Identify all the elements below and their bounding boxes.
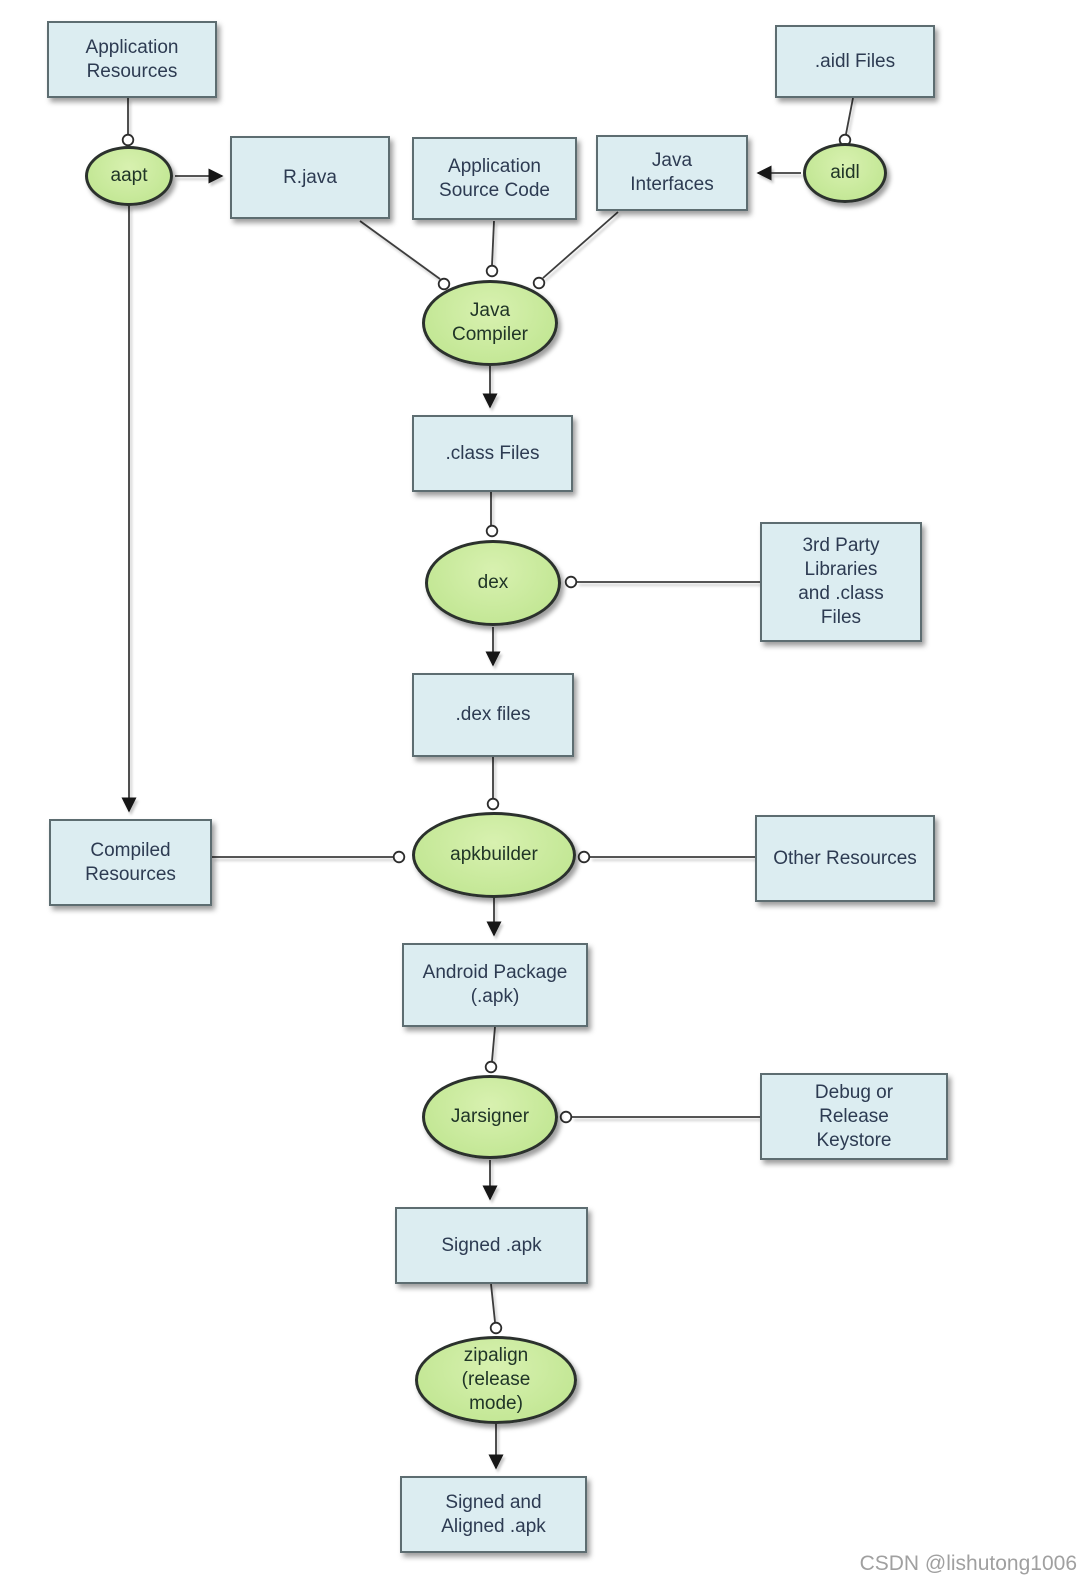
dot-apkbuilder-right [577, 850, 591, 864]
node-aidl-files: .aidl Files [775, 25, 935, 98]
edge-interfaces-compiler [542, 211, 619, 279]
node-signed-apk: Signed .apk [395, 1207, 588, 1284]
node-label: Other Resources [773, 847, 917, 869]
edge-aidlfiles-aidl [845, 97, 854, 135]
node-debug-release-keystore: Debug or Release Keystore [760, 1073, 948, 1160]
dot-aapt-top [121, 133, 135, 147]
node-signed-aligned-apk: Signed and Aligned .apk [400, 1476, 587, 1553]
node-label: Application Source Code [439, 155, 550, 201]
node-label: apkbuilder [450, 844, 538, 865]
node-label: 3rd Party Libraries and .class Files [798, 535, 884, 628]
node-label: R.java [283, 166, 337, 188]
node-label: Android Package (.apk) [422, 962, 568, 1007]
node-dex-files: .dex files [412, 673, 574, 757]
dot-jarsigner-right [559, 1110, 573, 1124]
node-label: Compiled Resources [85, 839, 176, 885]
dot-apkbuilder-top [486, 797, 500, 811]
watermark-text: CSDN @lishutong1006 [859, 1552, 1077, 1575]
dot-jarsigner-top [484, 1060, 498, 1074]
dot-apkbuilder-left [392, 850, 406, 864]
node-label: Java Compiler [451, 300, 529, 345]
node-label: Application Resources [85, 36, 179, 82]
dot-zipalign-top [489, 1321, 503, 1335]
dot-dex-right [564, 575, 578, 589]
edge-package-jarsigner [491, 1026, 496, 1062]
node-java-interfaces: Java Interfaces [596, 135, 748, 211]
dot-compiler-top [485, 264, 499, 278]
edge-rjava-compiler [359, 220, 441, 280]
edge-source-compiler [491, 220, 495, 266]
node-label: .aidl Files [814, 50, 896, 72]
node-java-compiler: Java Compiler [422, 280, 558, 366]
node-application-source-code: Application Source Code [412, 137, 577, 220]
node-aidl: aidl [803, 143, 887, 203]
node-aapt: aapt [85, 146, 173, 206]
node-label: Signed .apk [441, 1234, 542, 1256]
node-label: Java Interfaces [630, 150, 714, 195]
node-other-resources: Other Resources [755, 815, 935, 902]
node-label: dex [477, 572, 509, 593]
node-compiled-resources: Compiled Resources [49, 819, 212, 906]
dot-compiler-left [437, 277, 451, 291]
edge-signedapk-zipalign [490, 1283, 496, 1323]
node-r-java: R.java [230, 136, 390, 219]
node-application-resources: Application Resources [47, 21, 217, 98]
dot-compiler-right [532, 276, 546, 290]
node-zipalign: zipalign (release mode) [415, 1336, 577, 1424]
node-label: aapt [110, 165, 148, 186]
node-dex: dex [425, 540, 561, 626]
node-label: .dex files [455, 704, 531, 725]
node-label: Debug or Release Keystore [814, 1081, 894, 1151]
node-jarsigner: Jarsigner [422, 1075, 558, 1159]
dot-dex-top [485, 524, 499, 538]
node-label: .class Files [445, 442, 540, 464]
node-class-files: .class Files [412, 415, 573, 492]
node-label: zipalign (release mode) [461, 1345, 531, 1414]
node-label: Jarsigner [450, 1106, 530, 1127]
node-label: Signed and Aligned .apk [441, 1491, 546, 1537]
node-android-package: Android Package (.apk) [402, 943, 588, 1027]
node-label: aidl [830, 162, 860, 183]
node-third-party-libraries: 3rd Party Libraries and .class Files [760, 522, 922, 642]
node-apkbuilder: apkbuilder [412, 812, 576, 898]
